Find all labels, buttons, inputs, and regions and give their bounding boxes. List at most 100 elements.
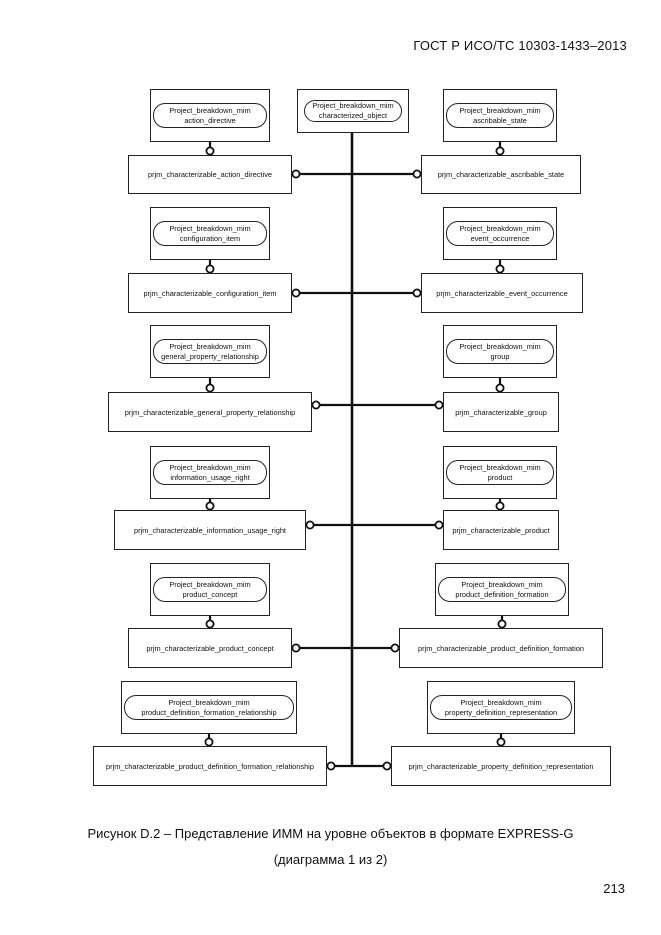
entity-name-right-1: Project_breakdown_mim ascribable_state <box>446 103 554 128</box>
center-entity-name: Project_breakdown_mim characterized_obje… <box>304 100 402 122</box>
entity-box-right-4: Project_breakdown_mim product <box>443 446 557 499</box>
type-box-left-4: prjm_characterizable_information_usage_r… <box>114 510 306 550</box>
express-g-diagram: Project_breakdown_mim characterized_obje… <box>93 89 611 786</box>
type-label-left-2: prjm_characterizable_configuration_item <box>143 288 277 298</box>
entity-box-right-1: Project_breakdown_mim ascribable_state <box>443 89 557 142</box>
type-box-left-1: prjm_characterizable_action_directive <box>128 155 292 194</box>
center-entity-line1: Project_breakdown_mim <box>312 101 394 110</box>
right-branch-circle-1 <box>412 169 422 179</box>
entity-name-right-4: Project_breakdown_mim product <box>446 460 554 485</box>
entity-name-left-4: Project_breakdown_mim information_usage_… <box>153 460 267 485</box>
type-box-left-2: prjm_characterizable_configuration_item <box>128 273 292 313</box>
entity-line1: Project_breakdown_mim <box>168 697 250 707</box>
type-box-left-6: prjm_characterizable_product_definition_… <box>93 746 327 786</box>
entity-name-left-1: Project_breakdown_mim action_directive <box>153 103 267 128</box>
type-label-right-3: prjm_characterizable_group <box>455 407 547 417</box>
entity-line2: general_property_relationship <box>161 351 259 361</box>
entity-box-right-2: Project_breakdown_mim event_occurrence <box>443 207 557 260</box>
right-subtype-circle-3 <box>495 383 505 393</box>
entity-line1: Project_breakdown_mim <box>459 105 541 115</box>
entity-box-left-5: Project_breakdown_mim product_concept <box>150 563 270 616</box>
entity-name-left-5: Project_breakdown_mim product_concept <box>153 577 267 602</box>
right-branch-circle-3 <box>434 400 444 410</box>
left-branch-circle-5 <box>291 643 301 653</box>
right-subtype-circle-1 <box>495 146 505 156</box>
left-branch-circle-1 <box>291 169 301 179</box>
type-label-left-6: prjm_characterizable_product_definition_… <box>106 761 314 771</box>
entity-name-right-6: Project_breakdown_mim property_definitio… <box>430 695 572 720</box>
type-label-right-6: prjm_characterizable_property_definition… <box>408 761 594 771</box>
entity-line2: product_concept <box>182 589 238 599</box>
entity-line1: Project_breakdown_mim <box>169 341 251 351</box>
entity-name-right-2: Project_breakdown_mim event_occurrence <box>446 221 554 246</box>
entity-line1: Project_breakdown_mim <box>459 341 541 351</box>
entity-line2: product <box>487 472 513 482</box>
entity-line2: action_directive <box>184 115 236 125</box>
entity-line1: Project_breakdown_mim <box>169 462 251 472</box>
type-label-left-5: prjm_characterizable_product_concept <box>146 643 274 653</box>
figure-caption-sub: (диаграмма 1 из 2) <box>273 852 388 867</box>
entity-box-right-5: Project_breakdown_mim product_definition… <box>435 563 569 616</box>
left-subtype-circle-6 <box>204 737 214 747</box>
entity-line2: configuration_item <box>179 233 241 243</box>
entity-box-left-1: Project_breakdown_mim action_directive <box>150 89 270 142</box>
entity-line2: product_definition_formation <box>455 589 549 599</box>
type-box-right-2: prjm_characterizable_event_occurrence <box>421 273 583 313</box>
left-subtype-circle-4 <box>205 501 215 511</box>
entity-box-left-3: Project_breakdown_mim general_property_r… <box>150 325 270 378</box>
right-subtype-circle-4 <box>495 501 505 511</box>
left-branch-circle-4 <box>305 520 315 530</box>
entity-box-right-3: Project_breakdown_mim group <box>443 325 557 378</box>
left-subtype-circle-2 <box>205 264 215 274</box>
figure-caption: Рисунок D.2 – Представление ИММ на уровн… <box>87 826 574 841</box>
type-label-left-1: prjm_characterizable_action_directive <box>147 170 273 179</box>
entity-box-left-6: Project_breakdown_mim product_definition… <box>121 681 297 734</box>
right-branch-circle-6 <box>382 761 392 771</box>
entity-name-right-3: Project_breakdown_mim group <box>446 339 554 364</box>
type-box-left-3: prjm_characterizable_general_property_re… <box>108 392 312 432</box>
connector-lines <box>204 133 507 771</box>
entity-name-left-3: Project_breakdown_mim general_property_r… <box>153 339 267 364</box>
entity-line2: event_occurrence <box>470 233 530 243</box>
left-subtype-circle-3 <box>205 383 215 393</box>
type-label-right-5: prjm_characterizable_product_definition_… <box>418 643 584 653</box>
type-label-left-4: prjm_characterizable_information_usage_r… <box>133 525 286 535</box>
document-header: ГОСТ Р ИСО/ТС 10303-1433–2013 <box>413 38 627 53</box>
entity-line2: ascribable_state <box>473 115 527 125</box>
entity-line1: Project_breakdown_mim <box>169 223 251 233</box>
entity-box-right-6: Project_breakdown_mim property_definitio… <box>427 681 575 734</box>
right-branch-circle-2 <box>412 288 422 298</box>
left-branch-circle-3 <box>311 400 321 410</box>
entity-line2: property_definition_representation <box>444 707 558 717</box>
entity-line1: Project_breakdown_mim <box>459 223 541 233</box>
entity-line1: Project_breakdown_mim <box>460 697 542 707</box>
entity-line2: information_usage_right <box>170 472 250 482</box>
left-branch-circle-2 <box>291 288 301 298</box>
type-label-left-3: prjm_characterizable_general_property_re… <box>124 407 296 417</box>
right-subtype-circle-5 <box>497 619 507 629</box>
type-label-right-4: prjm_characterizable_product <box>452 525 550 535</box>
entity-name-left-2: Project_breakdown_mim configuration_item <box>153 221 267 246</box>
left-subtype-circle-1 <box>205 146 215 156</box>
entity-line1: Project_breakdown_mim <box>169 579 251 589</box>
page-number: 213 <box>603 881 625 896</box>
type-box-right-4: prjm_characterizable_product <box>443 510 559 550</box>
center-entity-line2: characterized_object <box>318 111 388 120</box>
type-box-right-1: prjm_characterizable_ascribable_state <box>421 155 581 194</box>
entity-line1: Project_breakdown_mim <box>169 105 251 115</box>
type-label-right-2: prjm_characterizable_event_occurrence <box>436 288 568 298</box>
type-box-right-5: prjm_characterizable_product_definition_… <box>399 628 603 668</box>
type-box-right-3: prjm_characterizable_group <box>443 392 559 432</box>
entity-name-right-5: Project_breakdown_mim product_definition… <box>438 577 566 602</box>
entity-line2: group <box>490 351 510 361</box>
center-entity-box: Project_breakdown_mim characterized_obje… <box>297 89 409 133</box>
right-subtype-circle-2 <box>495 264 505 274</box>
entity-line1: Project_breakdown_mim <box>459 462 541 472</box>
type-box-left-5: prjm_characterizable_product_concept <box>128 628 292 668</box>
entity-name-left-6: Project_breakdown_mim product_definition… <box>124 695 294 720</box>
left-branch-circle-6 <box>326 761 336 771</box>
entity-box-left-2: Project_breakdown_mim configuration_item <box>150 207 270 260</box>
type-box-right-6: prjm_characterizable_property_definition… <box>391 746 611 786</box>
right-branch-circle-4 <box>434 520 444 530</box>
type-label-right-1: prjm_characterizable_ascribable_state <box>437 170 565 179</box>
